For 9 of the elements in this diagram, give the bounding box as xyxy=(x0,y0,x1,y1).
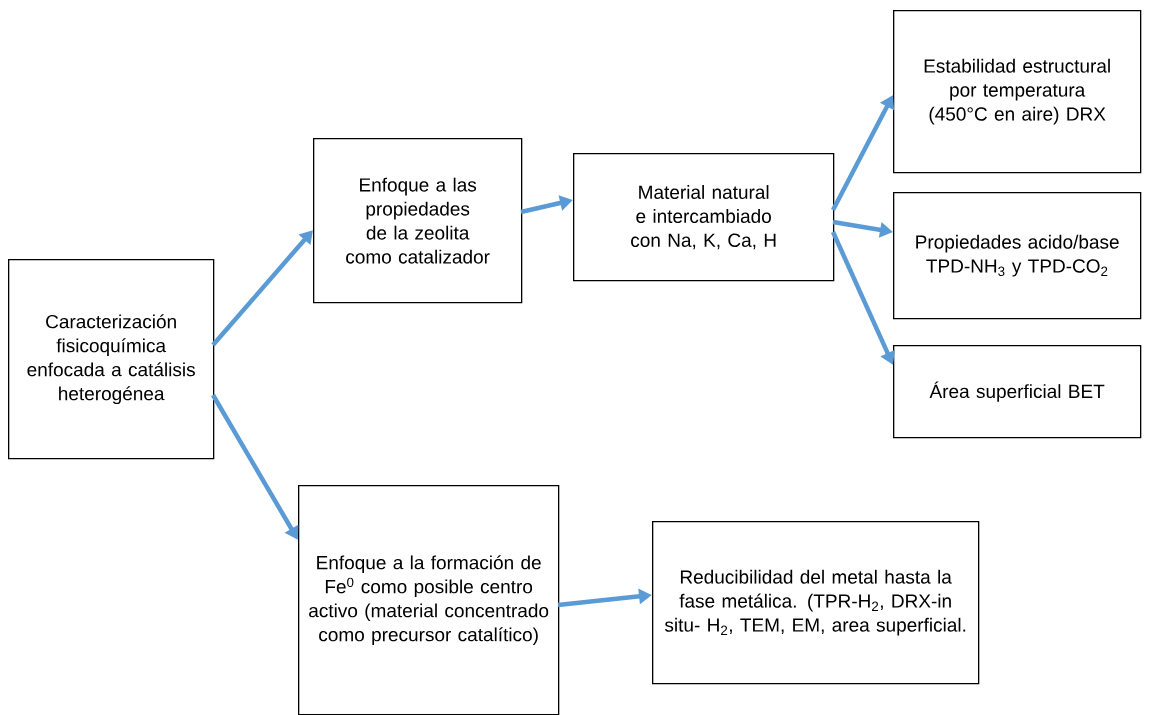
process-box: Reducibilidad del metal hasta la fase metálica. (TPR-H$_{2}$, DRX-in situ- H$_{2}$, TEM, EM, area superficial. xyxy=(652,521,980,685)
process-box: Área superficial BET xyxy=(893,345,1142,439)
process-box: Propiedades acido/base TPD-NH$_{3}$ y TPD-CO$_{2}$ xyxy=(893,192,1142,320)
process-box: Enfoque a la formación de Fe$^{0}$ como posible centro activo (material concentrado como precursor catalítico) xyxy=(298,485,560,715)
process-box: Caracterización fisicoquímica enfocada a catálisis heterogénea xyxy=(8,259,215,460)
arrow xyxy=(211,230,313,347)
process-box: Enfoque a las propiedades de la zeolita como catalizador xyxy=(313,138,523,304)
process-box: Estabilidad estructural por temperatura (450°C en aire) DRX xyxy=(893,10,1142,174)
process-box: Material natural e intercambiado con Na, K, Ca, H xyxy=(573,153,835,282)
